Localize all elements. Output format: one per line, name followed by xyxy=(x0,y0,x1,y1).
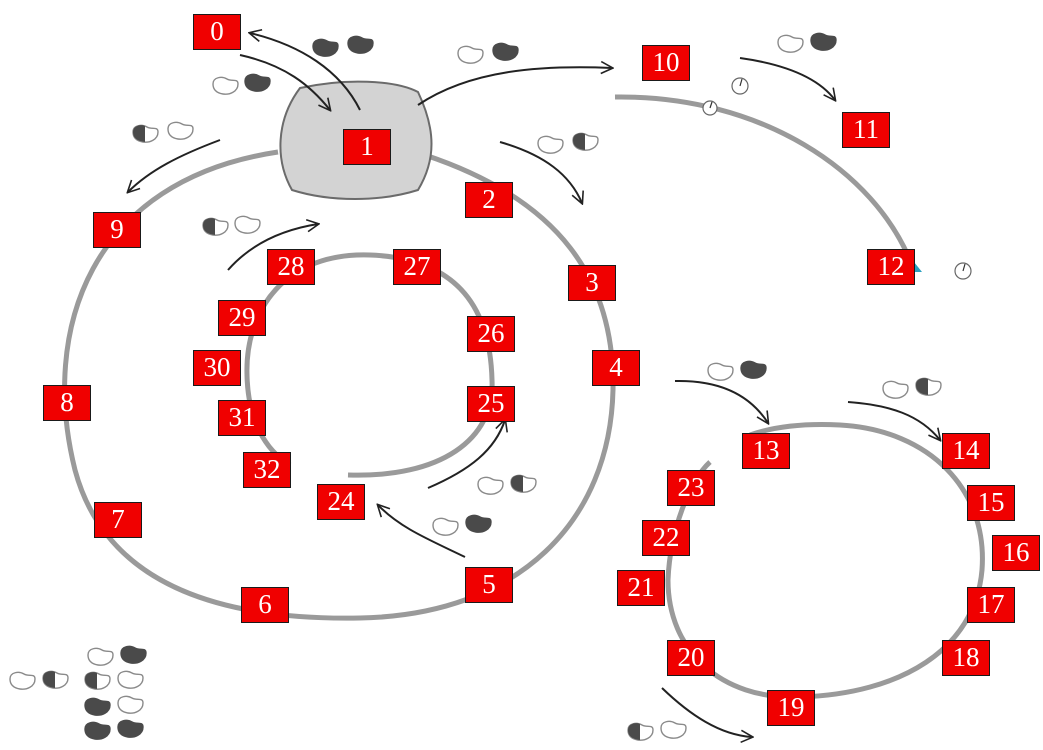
step-label-7: 7 xyxy=(94,502,142,538)
outline-bean-icon xyxy=(87,647,114,666)
arrow-20-out xyxy=(661,687,752,737)
step-label-22: 22 xyxy=(642,520,690,556)
step-label-16: 16 xyxy=(992,535,1040,571)
step-label-18: 18 xyxy=(942,640,990,676)
clock-circle-icon xyxy=(731,77,749,95)
step-label-29: 29 xyxy=(218,300,266,336)
step-label-25: 25 xyxy=(467,386,515,422)
outline-bean-icon xyxy=(477,476,504,495)
arrow-to-25 xyxy=(427,420,505,489)
dark-bean-icon xyxy=(120,645,147,664)
dark-bean-icon xyxy=(84,721,111,740)
half-bean-icon xyxy=(572,132,599,151)
outline-bean-icon xyxy=(9,671,36,690)
clock-circle-icon xyxy=(702,100,718,116)
outline-bean-icon xyxy=(882,380,909,399)
step-label-19: 19 xyxy=(767,690,815,726)
step-label-0: 0 xyxy=(193,14,241,50)
clock-circle-icon xyxy=(954,262,972,280)
step-label-6: 6 xyxy=(241,587,289,623)
arrow-5-to-24 xyxy=(378,505,466,558)
outline-bean-icon xyxy=(432,517,459,536)
dark-bean-icon xyxy=(84,697,111,716)
half-bean-icon xyxy=(915,377,942,396)
half-bean-icon xyxy=(202,217,229,236)
half-bean-icon xyxy=(627,722,654,741)
step-label-31: 31 xyxy=(218,400,266,436)
arrow-to-3 xyxy=(499,141,582,203)
arrow-10-to-11 xyxy=(739,57,835,100)
outline-bean-icon xyxy=(167,121,194,140)
outline-bean-icon xyxy=(707,362,734,381)
dark-bean-icon xyxy=(117,719,144,738)
inner-cycle-track xyxy=(244,252,495,478)
step-label-21: 21 xyxy=(617,570,665,606)
arrow-0-to-1 xyxy=(239,54,330,110)
step-label-8: 8 xyxy=(43,385,91,421)
step-label-2: 2 xyxy=(465,182,513,218)
dark-bean-icon xyxy=(465,514,492,533)
arrow-4-to-13 xyxy=(674,379,768,423)
dark-bean-icon xyxy=(312,38,339,57)
half-bean-icon xyxy=(510,474,537,493)
outline-bean-icon xyxy=(660,720,687,739)
outline-bean-icon xyxy=(777,34,804,53)
dark-bean-icon xyxy=(244,73,271,92)
arrow-inner-entry xyxy=(227,224,318,271)
outline-bean-icon xyxy=(234,215,261,234)
dark-bean-icon xyxy=(347,35,374,54)
step-label-15: 15 xyxy=(967,485,1015,521)
step-label-24: 24 xyxy=(317,484,365,520)
step-label-27: 27 xyxy=(393,249,441,285)
outline-bean-icon xyxy=(537,135,564,154)
step-label-32: 32 xyxy=(243,452,291,488)
step-label-12: 12 xyxy=(867,249,915,285)
arrow-1-to-0 xyxy=(250,33,361,111)
outline-bean-icon xyxy=(457,45,484,64)
step-label-20: 20 xyxy=(667,640,715,676)
step-label-11: 11 xyxy=(842,112,890,148)
dark-bean-icon xyxy=(740,360,767,379)
upper-right-arc-track xyxy=(614,94,915,266)
step-label-5: 5 xyxy=(465,567,513,603)
step-label-4: 4 xyxy=(592,350,640,386)
dark-bean-icon xyxy=(492,42,519,61)
arrow-to-14 xyxy=(847,401,940,440)
step-label-3: 3 xyxy=(568,265,616,301)
outline-bean-icon xyxy=(117,670,144,689)
outline-bean-icon xyxy=(212,76,239,95)
half-bean-icon xyxy=(132,124,159,143)
step-label-10: 10 xyxy=(642,45,690,81)
step-label-13: 13 xyxy=(742,433,790,469)
arrow-1-to-10 xyxy=(417,67,612,106)
right-cycle-track xyxy=(665,422,985,700)
step-label-26: 26 xyxy=(467,316,515,352)
step-label-9: 9 xyxy=(93,212,141,248)
dark-bean-icon xyxy=(810,32,837,51)
half-bean-icon xyxy=(84,671,111,690)
step-label-14: 14 xyxy=(942,433,990,469)
step-label-28: 28 xyxy=(267,249,315,285)
step-label-30: 30 xyxy=(193,350,241,386)
outer-cycle-track xyxy=(62,149,616,621)
step-label-23: 23 xyxy=(667,470,715,506)
half-bean-icon xyxy=(42,670,69,689)
step-label-1: 1 xyxy=(343,129,391,165)
outline-bean-icon xyxy=(117,695,144,714)
arrow-to-9 xyxy=(128,139,221,192)
step-label-17: 17 xyxy=(967,587,1015,623)
